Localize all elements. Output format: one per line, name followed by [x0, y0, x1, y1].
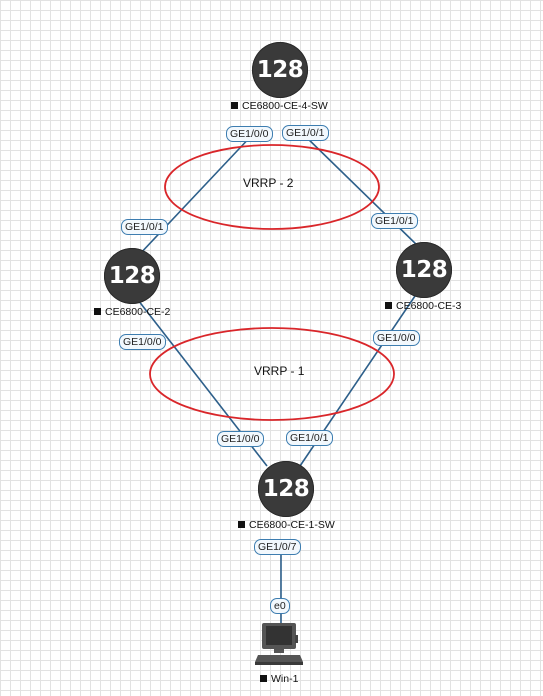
switch-icon-ce2[interactable]: 128: [104, 248, 160, 304]
vrrp1-ellipse: [149, 327, 395, 421]
link-sw4-ce2: [137, 132, 255, 257]
port-sw4-ge100[interactable]: GE1/0/0: [226, 126, 273, 142]
pc-icon-win1[interactable]: [254, 620, 304, 673]
device-label-ce2-text: CE6800-CE-2: [105, 306, 171, 318]
port-ce2-ge100[interactable]: GE1/0/0: [119, 334, 166, 350]
port-sw1-ge101[interactable]: GE1/0/1: [286, 430, 333, 446]
device-label-win1-text: Win-1: [271, 673, 299, 685]
switch-icon-sw1[interactable]: 128: [258, 461, 314, 517]
port-sw4-ge101[interactable]: GE1/0/1: [282, 125, 329, 141]
port-ce3-ge101[interactable]: GE1/0/1: [371, 213, 418, 229]
device-label-sw1: CE6800-CE-1-SW: [238, 519, 335, 531]
vrrp2-ellipse: [164, 144, 380, 230]
vrrp1-label: VRRP - 1: [254, 364, 305, 378]
device-label-ce3: CE6800-CE-3: [385, 300, 461, 312]
device-label-win1: Win-1: [260, 673, 298, 685]
switch-icon-ce3[interactable]: 128: [396, 242, 452, 298]
port-sw1-ge107[interactable]: GE1/0/7: [254, 539, 301, 555]
device-label-ce2: CE6800-CE-2: [94, 306, 170, 318]
device-label-sw4-text: CE6800-CE-4-SW: [242, 100, 328, 112]
switch-icon-sw4[interactable]: 128: [252, 42, 308, 98]
device-label-sw1-text: CE6800-CE-1-SW: [249, 519, 335, 531]
device-label-sw4: CE6800-CE-4-SW: [231, 100, 328, 112]
port-sw1-ge100[interactable]: GE1/0/0: [217, 431, 264, 447]
port-ce2-ge101[interactable]: GE1/0/1: [121, 219, 168, 235]
pc-icon: [255, 623, 303, 665]
device-label-ce3-text: CE6800-CE-3: [396, 300, 462, 312]
vrrp2-label: VRRP - 2: [243, 176, 294, 190]
port-win1-e0[interactable]: e0: [270, 598, 290, 614]
link-sw4-ce3: [301, 132, 421, 249]
port-ce3-ge100[interactable]: GE1/0/0: [373, 330, 420, 346]
